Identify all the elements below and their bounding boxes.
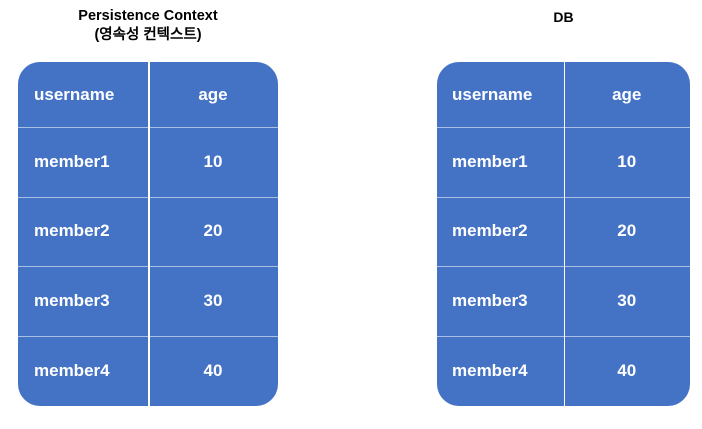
cell-username: member3 bbox=[34, 290, 110, 310]
cell-username: member3 bbox=[452, 290, 528, 310]
panel-title-db: DB bbox=[437, 9, 690, 27]
table-row: member3 30 bbox=[18, 266, 278, 336]
column-header-username: username bbox=[34, 84, 115, 104]
cell-age: 30 bbox=[563, 266, 691, 336]
table-header-row: username age bbox=[437, 62, 690, 127]
table-header-row: username age bbox=[18, 62, 278, 127]
panel-title-persistence-context: Persistence Context (영속성 컨텍스트) bbox=[18, 7, 278, 44]
cell-age: 20 bbox=[563, 196, 691, 267]
cell-username: member2 bbox=[34, 221, 110, 241]
table-row: member4 40 bbox=[437, 335, 691, 406]
column-header-age: age bbox=[563, 62, 691, 127]
cell-age: 40 bbox=[148, 335, 278, 406]
table-row: member4 40 bbox=[18, 335, 278, 406]
table-row: member3 30 bbox=[437, 266, 690, 336]
table-row: member1 10 bbox=[437, 127, 690, 197]
db-table: username age member1 10 member2 20 membe… bbox=[437, 62, 690, 406]
cell-age: 40 bbox=[563, 335, 691, 406]
table-row: member1 10 bbox=[18, 127, 278, 197]
column-header-username: username bbox=[452, 84, 533, 104]
column-header-age: age bbox=[148, 62, 278, 127]
panel-title-text: DB bbox=[553, 9, 574, 25]
cell-age: 20 bbox=[148, 196, 278, 267]
table-row: member2 20 bbox=[437, 196, 691, 267]
persistence-context-table: username age member1 10 member2 20 membe… bbox=[18, 62, 278, 406]
cell-age: 30 bbox=[148, 266, 278, 336]
cell-username: member4 bbox=[34, 361, 110, 380]
cell-username: member2 bbox=[452, 221, 528, 241]
cell-username: member1 bbox=[34, 151, 110, 171]
cell-age: 10 bbox=[563, 127, 691, 197]
panel-subtitle-text: (영속성 컨텍스트) bbox=[94, 26, 202, 43]
cell-age: 10 bbox=[148, 127, 278, 197]
cell-username: member4 bbox=[452, 361, 528, 380]
cell-username: member1 bbox=[452, 151, 528, 171]
panel-title-text: Persistence Context bbox=[78, 8, 218, 24]
table-row: member2 20 bbox=[18, 196, 278, 267]
